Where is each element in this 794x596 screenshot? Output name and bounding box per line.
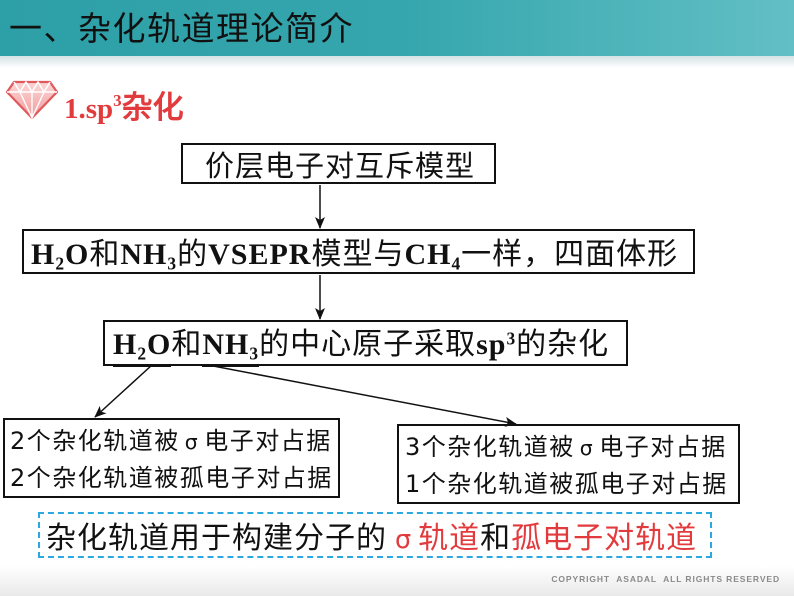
- section-number: 1.sp: [64, 93, 114, 125]
- conjunction-text: 和: [171, 327, 203, 363]
- h2o-result-line-2: 2个杂化轨道被孤电子对占据: [10, 460, 338, 497]
- tetrahedral-text: 一样，四面体形: [461, 236, 679, 272]
- sigma-symbol: σ: [184, 430, 200, 454]
- result-text: 2个杂化轨道被孤电子对占据: [10, 464, 333, 492]
- vsepr-term: VSEPR: [208, 237, 312, 271]
- subscript-2: 2: [137, 343, 148, 364]
- result-text: 电子对占据: [204, 427, 332, 455]
- o-symbol: O: [65, 237, 90, 271]
- model-same-as-text: 模型与: [311, 236, 405, 272]
- section-name: 杂化: [121, 90, 184, 126]
- lone-pair-orbital-term: 孤电子对轨道: [511, 521, 698, 556]
- copyright-notice: COPYRIGHT ASADAL ALL RIGHTS RESERVED: [551, 574, 780, 584]
- nh-symbol: NH: [202, 328, 250, 362]
- arrow-sp3-to-nh3-result: [207, 364, 517, 427]
- conclusion-lead: 杂化轨道用于构建分子的: [46, 521, 387, 556]
- sigma-symbol: σ: [579, 436, 595, 460]
- arrow-sp3-to-h2o-result: [94, 364, 153, 418]
- h2o-underlined: H2O: [113, 328, 172, 367]
- conjunction-text: 和: [89, 236, 121, 272]
- sp-term: sp: [476, 328, 507, 362]
- subscript-4: 4: [451, 253, 462, 274]
- subscript-2: 2: [55, 253, 66, 274]
- header-shadow: [0, 56, 794, 68]
- central-atom-text: 的中心原子采取: [259, 327, 477, 363]
- o-symbol: O: [147, 328, 172, 362]
- sigma-orbital-term: 轨道: [418, 521, 481, 556]
- ch-symbol: CH: [404, 237, 452, 271]
- vsepr-model-box: 价层电子对互斥模型: [181, 143, 496, 184]
- h-symbol: H: [113, 328, 138, 362]
- footer-bar: [0, 566, 794, 596]
- h-symbol: H: [31, 237, 56, 271]
- result-text: 1个杂化轨道被孤电子对占据: [405, 470, 728, 498]
- superscript-3: 3: [506, 328, 517, 349]
- nh-symbol: NH: [120, 237, 168, 271]
- slide-title: 一、杂化轨道理论简介: [9, 9, 354, 48]
- conjunction-text: 和: [480, 521, 512, 556]
- sp3-hybridization-text: H2O和NH3的中心原子采取sp3的杂化: [113, 319, 609, 367]
- section-superscript: 3: [113, 91, 122, 110]
- result-text: 3个杂化轨道被: [405, 433, 575, 461]
- nh3-result-line-2: 1个杂化轨道被孤电子对占据: [405, 466, 738, 503]
- sigma-symbol: σ: [395, 525, 413, 555]
- section-heading: 1.sp3杂化: [64, 81, 184, 126]
- result-text: 2个杂化轨道被: [10, 427, 180, 455]
- subscript-3: 3: [249, 343, 260, 364]
- tetrahedral-vsepr-box: H2O和NH3的VSEPR模型与CH4一样，四面体形: [22, 229, 695, 274]
- nh3-underlined: NH3: [202, 328, 260, 367]
- diamond-icon: [6, 80, 58, 120]
- particle-text: 的: [177, 236, 209, 272]
- hybridization-text: 的杂化: [516, 327, 610, 363]
- subscript-3: 3: [167, 253, 178, 274]
- tetrahedral-vsepr-text: H2O和NH3的VSEPR模型与CH4一样，四面体形: [31, 229, 678, 275]
- result-text: 电子对占据: [599, 433, 727, 461]
- vsepr-model-text: 价层电子对互斥模型: [205, 148, 476, 183]
- header-bar: [0, 0, 794, 56]
- sp3-hybridization-box: H2O和NH3的中心原子采取sp3的杂化: [103, 319, 628, 367]
